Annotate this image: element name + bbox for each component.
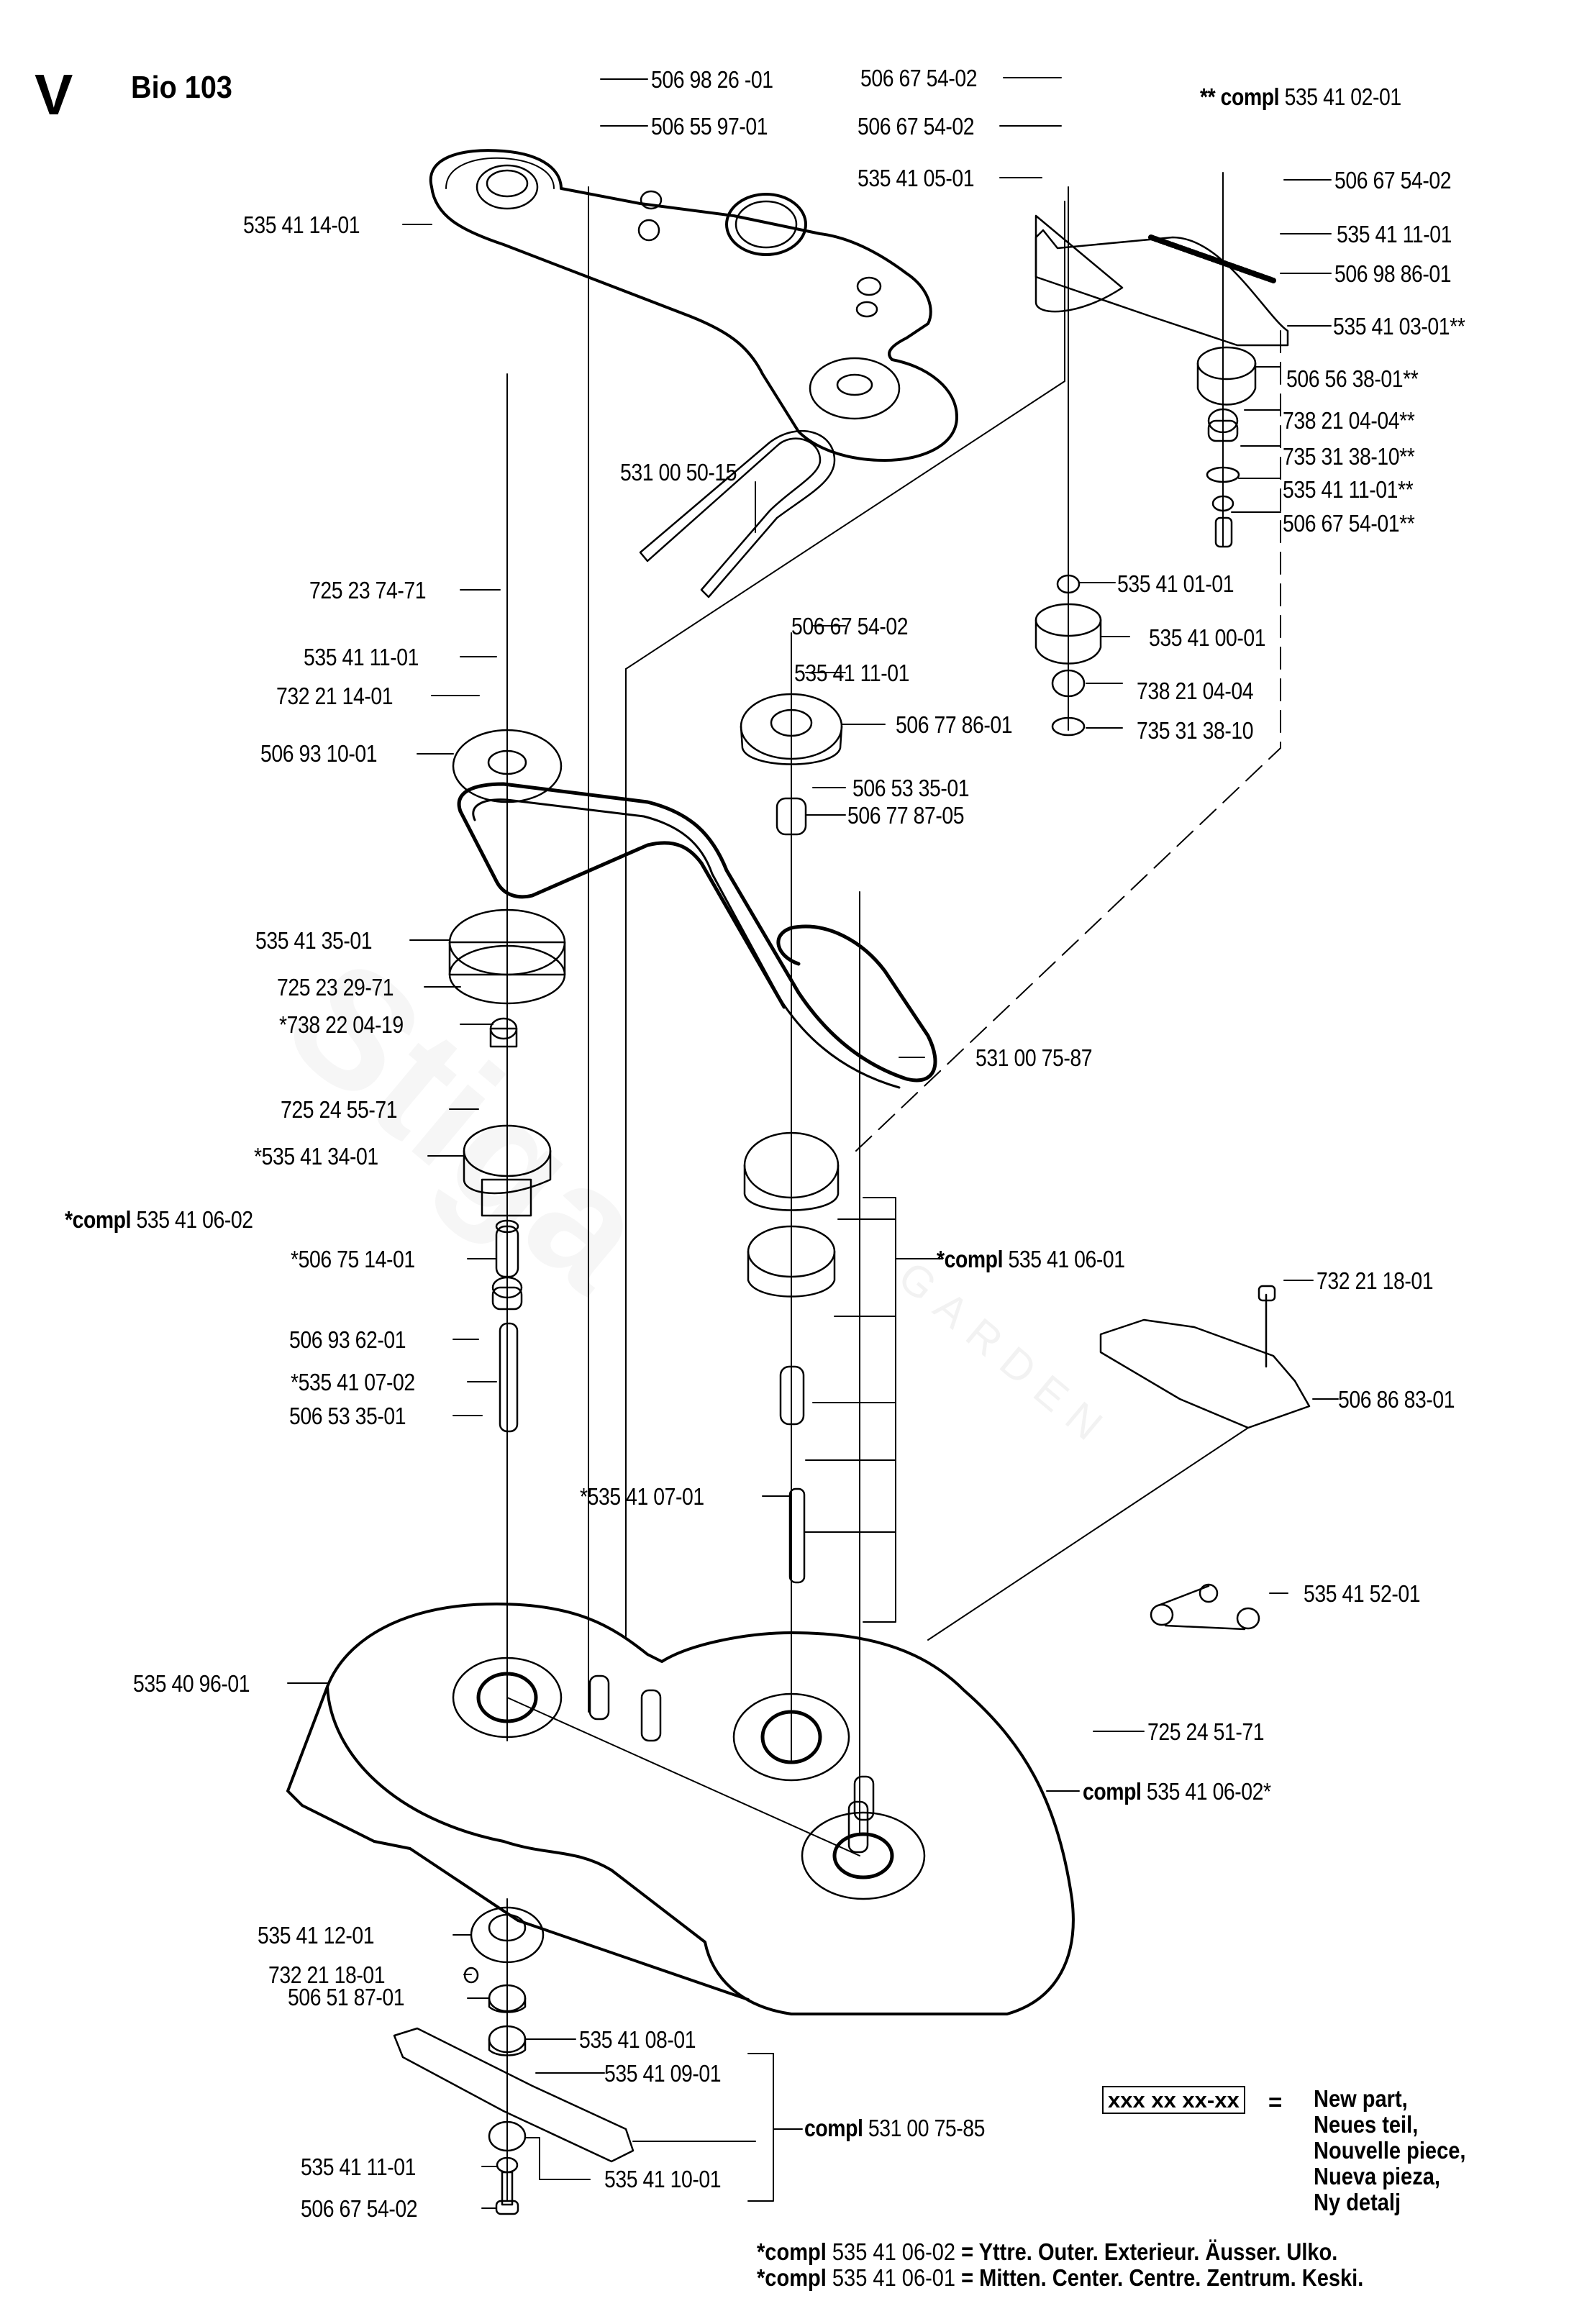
part-label[interactable]: 535 41 01-01 xyxy=(1117,570,1234,597)
footnote-text: = Mitten. Center. Centre. Zentrum. Keski… xyxy=(961,2264,1364,2291)
assembly-prefix: compl xyxy=(1083,1778,1142,1805)
part-label[interactable]: 506 67 54-02 xyxy=(858,113,975,140)
assembly-number: 531 00 75-85 xyxy=(868,2115,986,2141)
cutting-deck xyxy=(286,1603,1075,2015)
compl-prefix: ** compl xyxy=(1200,83,1280,110)
part-label[interactable]: 535 41 11-01 xyxy=(301,2154,417,2180)
assembly-label[interactable]: *compl 535 41 06-02 xyxy=(65,1208,253,1231)
cover-hole xyxy=(476,164,539,210)
part-label[interactable]: 506 55 97-01 xyxy=(651,113,768,140)
part-label[interactable]: *738 22 04-19 xyxy=(279,1011,404,1038)
decal-icon xyxy=(1150,1583,1260,1631)
part-label[interactable]: 535 41 10-01 xyxy=(604,2166,722,2192)
strip xyxy=(639,430,836,598)
assembly-number: 535 41 06-01 xyxy=(1008,1246,1126,1272)
model-title: Bio 103 xyxy=(131,70,232,105)
part-label[interactable]: 506 67 54-01** xyxy=(1283,510,1415,537)
part-label[interactable]: 732 21 18-01 xyxy=(268,1961,386,1988)
assembly-label[interactable]: *compl 535 41 06-01 xyxy=(937,1247,1125,1271)
drive-belt xyxy=(457,782,937,1089)
footnote-text: = Yttre. Outer. Exterieur. Äusser. Ulko. xyxy=(961,2238,1338,2265)
part-label[interactable]: 738 21 04-04** xyxy=(1283,407,1415,434)
footnote-number: 535 41 06-02 xyxy=(832,2238,956,2265)
compl-number: 535 41 02-01 xyxy=(1284,83,1402,110)
part-label[interactable]: 535 41 14-01 xyxy=(243,211,360,238)
part-label[interactable]: 506 56 38-01** xyxy=(1286,365,1419,392)
part-label[interactable]: 735 31 38-10 xyxy=(1137,717,1254,744)
right-idler-stack xyxy=(1034,214,1289,737)
part-label[interactable]: 506 98 86-01 xyxy=(1334,260,1452,287)
assembly-prefix: *compl xyxy=(937,1246,1004,1272)
legend-line: Ny detalj xyxy=(1314,2189,1401,2215)
part-label[interactable]: 535 41 08-01 xyxy=(579,2026,696,2053)
footnote: *compl 535 41 06-02 = Yttre. Outer. Exte… xyxy=(757,2238,1337,2266)
part-label[interactable]: 535 41 35-01 xyxy=(255,927,373,954)
part-label[interactable]: 535 41 11-01 xyxy=(304,644,419,670)
part-label[interactable]: 725 23 29-71 xyxy=(277,974,394,1001)
part-label[interactable]: 535 41 00-01 xyxy=(1149,624,1266,651)
part-label[interactable]: 506 77 86-01 xyxy=(896,711,1013,738)
part-label[interactable]: 732 21 14-01 xyxy=(276,683,394,709)
leader-lines xyxy=(287,77,1339,2209)
assembly-label[interactable]: compl 531 00 75-85 xyxy=(804,2116,985,2140)
belt-cover xyxy=(429,149,958,462)
blade-stack xyxy=(393,1906,635,2215)
part-label[interactable]: *535 41 07-01 xyxy=(580,1483,704,1510)
part-label[interactable]: *535 41 07-02 xyxy=(291,1369,415,1395)
footnote-prefix: *compl xyxy=(757,2238,827,2265)
legend-equals: = xyxy=(1268,2089,1283,2115)
part-label[interactable]: 506 67 54-02 xyxy=(791,613,909,639)
assembly-prefix: *compl xyxy=(65,1206,132,1233)
part-label[interactable]: 535 41 11-01** xyxy=(1283,476,1414,503)
part-label[interactable]: 506 93 10-01 xyxy=(260,740,378,767)
part-label[interactable]: 725 23 74-71 xyxy=(309,577,427,603)
part-label[interactable]: 506 53 35-01 xyxy=(289,1403,406,1429)
part-label[interactable]: *535 41 34-01 xyxy=(254,1143,378,1170)
part-label[interactable]: 535 41 03-01** xyxy=(1333,313,1465,340)
part-label[interactable]: 506 67 54-02 xyxy=(301,2195,418,2222)
part-label[interactable]: 732 21 18-01 xyxy=(1316,1267,1434,1294)
part-label[interactable]: 535 41 52-01 xyxy=(1304,1580,1421,1607)
part-label[interactable]: 725 24 55-71 xyxy=(281,1096,398,1123)
assembly-number: 535 41 06-02 xyxy=(136,1206,254,1233)
part-label[interactable]: 725 24 51-71 xyxy=(1147,1718,1265,1745)
part-label[interactable]: 531 00 50-15 xyxy=(620,459,737,486)
part-label[interactable]: 506 67 54-02 xyxy=(860,65,978,91)
legend-list: New part, Neues teil, Nouvelle piece, Nu… xyxy=(1314,2086,1465,2215)
part-label[interactable]: 506 53 35-01 xyxy=(852,775,970,801)
cover-hole xyxy=(725,193,807,256)
part-label[interactable]: 535 41 12-01 xyxy=(258,1922,375,1949)
part-label[interactable]: 535 41 11-01 xyxy=(1337,221,1452,247)
part-label[interactable]: 535 41 05-01 xyxy=(858,165,975,191)
part-label[interactable]: 535 41 09-01 xyxy=(604,2060,722,2087)
footnote-number: 535 41 06-01 xyxy=(832,2264,956,2291)
part-label[interactable]: 531 00 75-87 xyxy=(975,1044,1093,1071)
part-label[interactable]: 735 31 38-10** xyxy=(1283,443,1415,470)
assembly-prefix: compl xyxy=(804,2115,863,2141)
part-label[interactable]: 506 67 54-02 xyxy=(1334,167,1452,193)
part-label[interactable]: *506 75 14-01 xyxy=(291,1246,415,1272)
legend-line: Neues teil, xyxy=(1314,2111,1419,2138)
part-label[interactable]: 506 77 87-05 xyxy=(847,802,965,829)
part-label[interactable]: 535 41 11-01 xyxy=(794,660,910,686)
part-label[interactable]: 738 21 04-04 xyxy=(1137,678,1254,704)
part-label[interactable]: 535 40 96-01 xyxy=(133,1670,250,1697)
part-label[interactable]: 506 86 83-01 xyxy=(1338,1386,1455,1413)
legend-line: New part, xyxy=(1314,2085,1408,2112)
assembly-label[interactable]: compl 535 41 06-02* xyxy=(1083,1780,1271,1803)
part-label[interactable]: 506 51 87-01 xyxy=(288,1984,405,2010)
new-part-legend-box: xxx xx xx-xx xyxy=(1102,2086,1245,2114)
footnote: *compl 535 41 06-01 = Mitten. Center. Ce… xyxy=(757,2264,1363,2292)
footnote-prefix: *compl xyxy=(757,2264,827,2291)
bracket xyxy=(1099,1285,1311,1429)
legend-line: Nueva pieza, xyxy=(1314,2163,1440,2189)
legend-line: Nouvelle piece, xyxy=(1314,2137,1466,2164)
part-label[interactable]: 506 93 62-01 xyxy=(289,1326,406,1353)
assembly-number: 535 41 06-02* xyxy=(1146,1778,1271,1805)
section-letter: V xyxy=(35,63,73,127)
part-label[interactable]: 506 98 26 -01 xyxy=(651,66,773,93)
compl-note: ** compl 535 41 02-01 xyxy=(1200,85,1401,109)
